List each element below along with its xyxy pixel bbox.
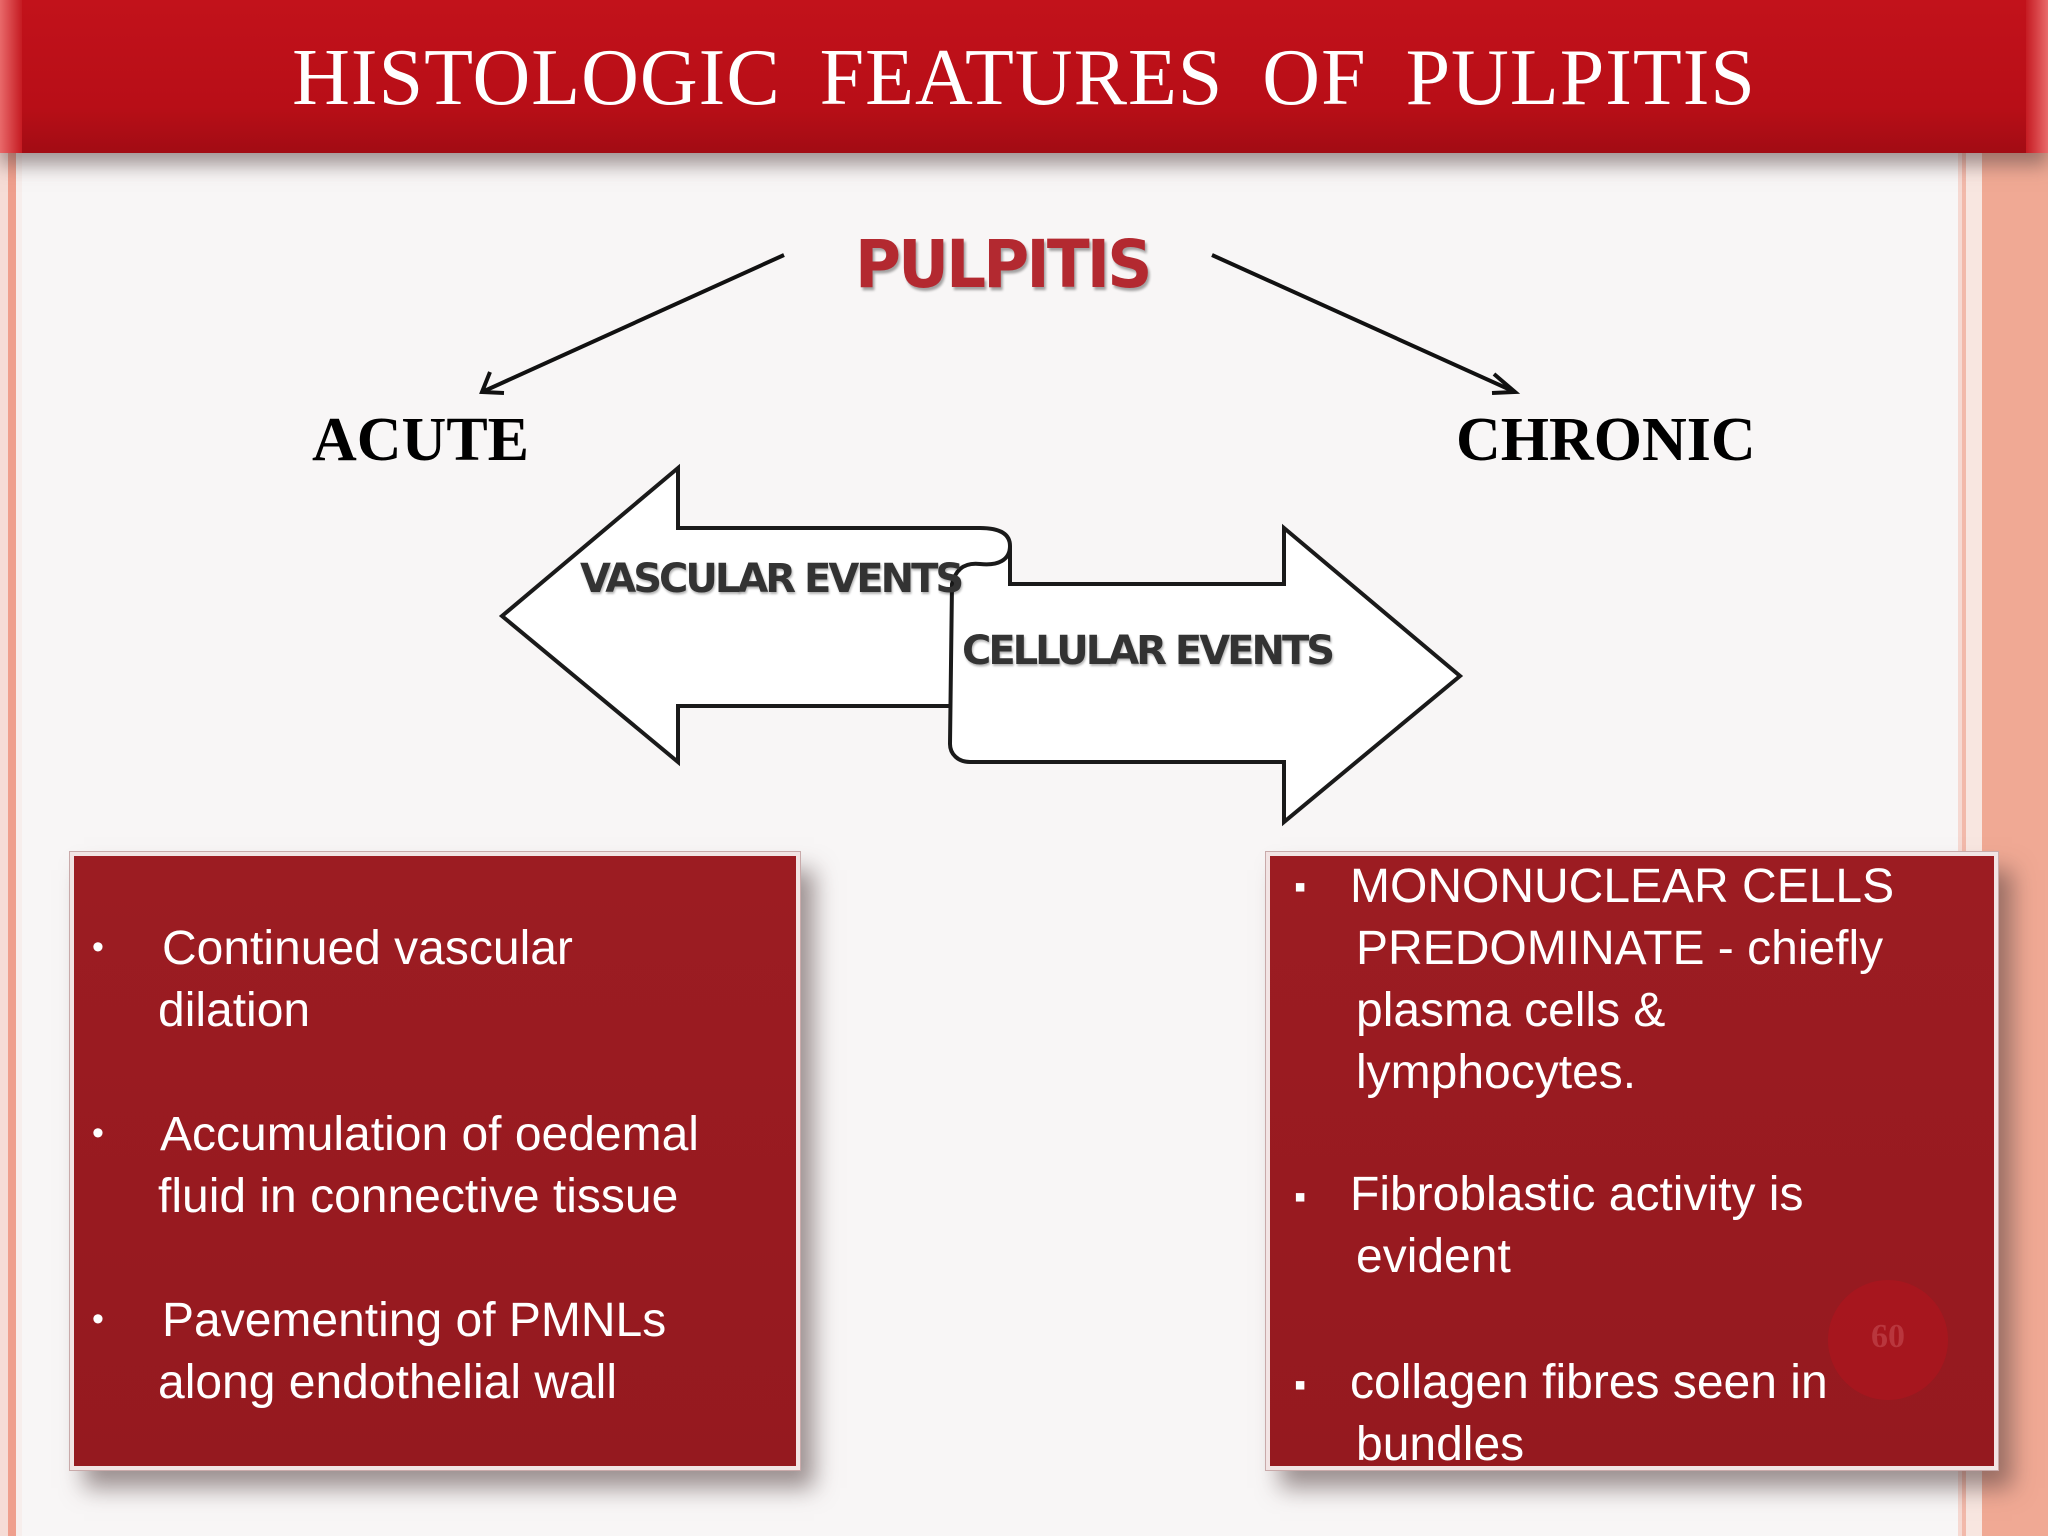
page-number: 60 (1871, 1318, 1905, 1355)
connector-arrow-acute (479, 253, 785, 395)
branch-label-chronic: CHRONIC (1456, 406, 1756, 474)
vascular-events-label: VASCULAR EVENTS (580, 556, 964, 602)
branch-label-acute: ACUTE (312, 406, 530, 474)
acute-item-2-line1: Accumulation of oedemal (160, 1108, 699, 1161)
chronic-item-2-line1: Fibroblastic activity is (1350, 1168, 1804, 1221)
chronic-item-1-line3: plasma cells & (1356, 984, 1666, 1037)
square-bullet-icon: ▪ (1294, 868, 1307, 906)
slide-title: HISTOLOGIC FEATURES OF PULPITIS (292, 34, 1756, 122)
bullet-icon: • (92, 928, 104, 966)
bullet-icon: • (92, 1114, 104, 1152)
cellular-events-arrow (947, 523, 1464, 827)
chronic-item-3-line2: bundles (1356, 1418, 1525, 1470)
chronic-item-3-line1: collagen fibres seen in (1350, 1356, 1828, 1409)
cellular-events-label: CELLULAR EVENTS (962, 628, 1335, 674)
acute-item-3-line1: Pavementing of PMNLs (162, 1294, 667, 1347)
left-decor-stripe (0, 150, 22, 1536)
square-bullet-icon: ▪ (1294, 1178, 1307, 1216)
chronic-features-panel: ▪ MONONUCLEAR CELLS PREDOMINATE - chiefl… (1265, 851, 1999, 1471)
diagram-root-label: PULPITIS (855, 226, 1152, 303)
chronic-item-1-line4: lymphocytes. (1356, 1046, 1637, 1099)
chronic-item-1-line1: MONONUCLEAR CELLS (1350, 860, 1895, 913)
acute-features-panel: • Continued vascular dilation • Accumula… (69, 851, 801, 1471)
acute-item-1-line1: Continued vascular (162, 922, 573, 975)
vascular-events-arrow (498, 463, 1012, 767)
acute-item-1-line2: dilation (158, 984, 311, 1037)
acute-item-3-line2: along endothelial wall (158, 1356, 617, 1409)
title-bar: HISTOLOGIC FEATURES OF PULPITIS (0, 0, 2048, 153)
connector-arrow-chronic (1211, 253, 1521, 395)
square-bullet-icon: ▪ (1294, 1366, 1307, 1404)
bullet-icon: • (92, 1300, 104, 1338)
chronic-item-2-line2: evident (1356, 1230, 1511, 1283)
page-number-badge (1828, 1280, 1948, 1400)
chronic-item-1-line2: PREDOMINATE - chiefly (1356, 922, 1884, 975)
acute-item-2-line2: fluid in connective tissue (158, 1170, 679, 1223)
